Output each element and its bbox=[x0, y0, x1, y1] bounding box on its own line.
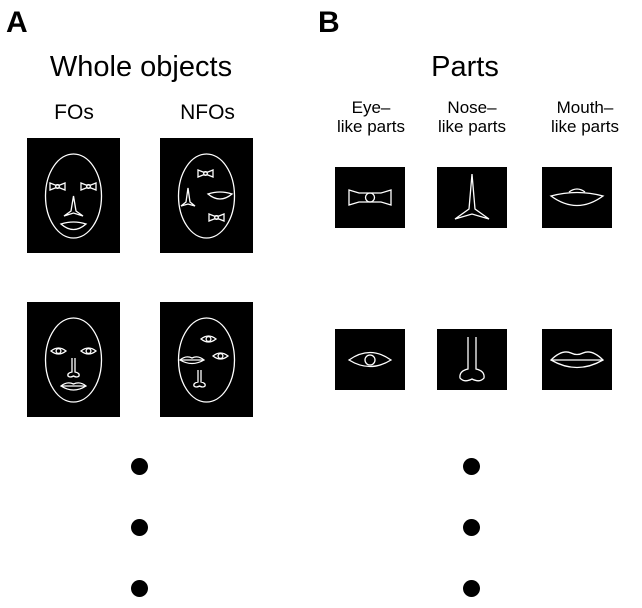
ellipsis-dot bbox=[463, 519, 480, 536]
lips-mouth-part bbox=[542, 329, 612, 390]
column-label-nfos: NFOs bbox=[180, 101, 235, 124]
column-label-line: Mouth– bbox=[556, 98, 614, 117]
ellipsis-dot bbox=[463, 580, 480, 597]
nose-part-icon bbox=[459, 337, 485, 382]
column-label-fos: FOs bbox=[54, 101, 94, 124]
vertical-ellipsis-icon bbox=[131, 458, 148, 598]
face-stimulus-icon bbox=[44, 153, 103, 239]
ellipsis-dot bbox=[131, 519, 148, 536]
column-label-nose-parts: Nose– like parts bbox=[424, 98, 520, 136]
nfo-face-natural-scrambled bbox=[160, 302, 253, 417]
natural-eye-part bbox=[335, 329, 405, 390]
column-label-line: like parts bbox=[437, 117, 507, 136]
ellipsis-dot bbox=[131, 580, 148, 597]
panel-b-letter: B bbox=[318, 6, 340, 39]
scrambled-face-stimulus-icon bbox=[177, 153, 236, 239]
column-label-line: like parts bbox=[550, 117, 620, 136]
panel-a-letter: A bbox=[6, 6, 28, 39]
panel-a-title: Whole objects bbox=[49, 51, 233, 83]
fo-face-natural-eyes bbox=[27, 302, 120, 417]
column-label-line: Nose– bbox=[447, 98, 497, 117]
mouth-part-icon bbox=[549, 351, 605, 369]
natural-nose-part bbox=[437, 329, 507, 390]
column-label-mouth-parts: Mouth– like parts bbox=[532, 98, 638, 136]
column-label-line: like parts bbox=[336, 117, 406, 136]
vertical-ellipsis-icon bbox=[463, 458, 480, 598]
eye-part-icon bbox=[348, 189, 392, 206]
column-label-line: Eye– bbox=[351, 98, 391, 117]
mouth-part-icon bbox=[549, 188, 605, 207]
ellipsis-dot bbox=[131, 458, 148, 475]
bowl-mouth-part bbox=[542, 167, 612, 228]
nfo-face-bowtie-scrambled bbox=[160, 138, 253, 253]
bowtie-eye-part bbox=[335, 167, 405, 228]
spike-nose-part bbox=[437, 167, 507, 228]
face-stimulus-icon bbox=[44, 317, 103, 403]
ellipsis-dot bbox=[463, 458, 480, 475]
eye-part-icon bbox=[347, 351, 393, 368]
column-label-eye-parts: Eye– like parts bbox=[324, 98, 418, 136]
scrambled-face-stimulus-icon bbox=[177, 317, 236, 403]
nose-part-icon bbox=[454, 173, 490, 220]
panel-b-title: Parts bbox=[431, 51, 499, 83]
fo-face-bowtie-eyes bbox=[27, 138, 120, 253]
